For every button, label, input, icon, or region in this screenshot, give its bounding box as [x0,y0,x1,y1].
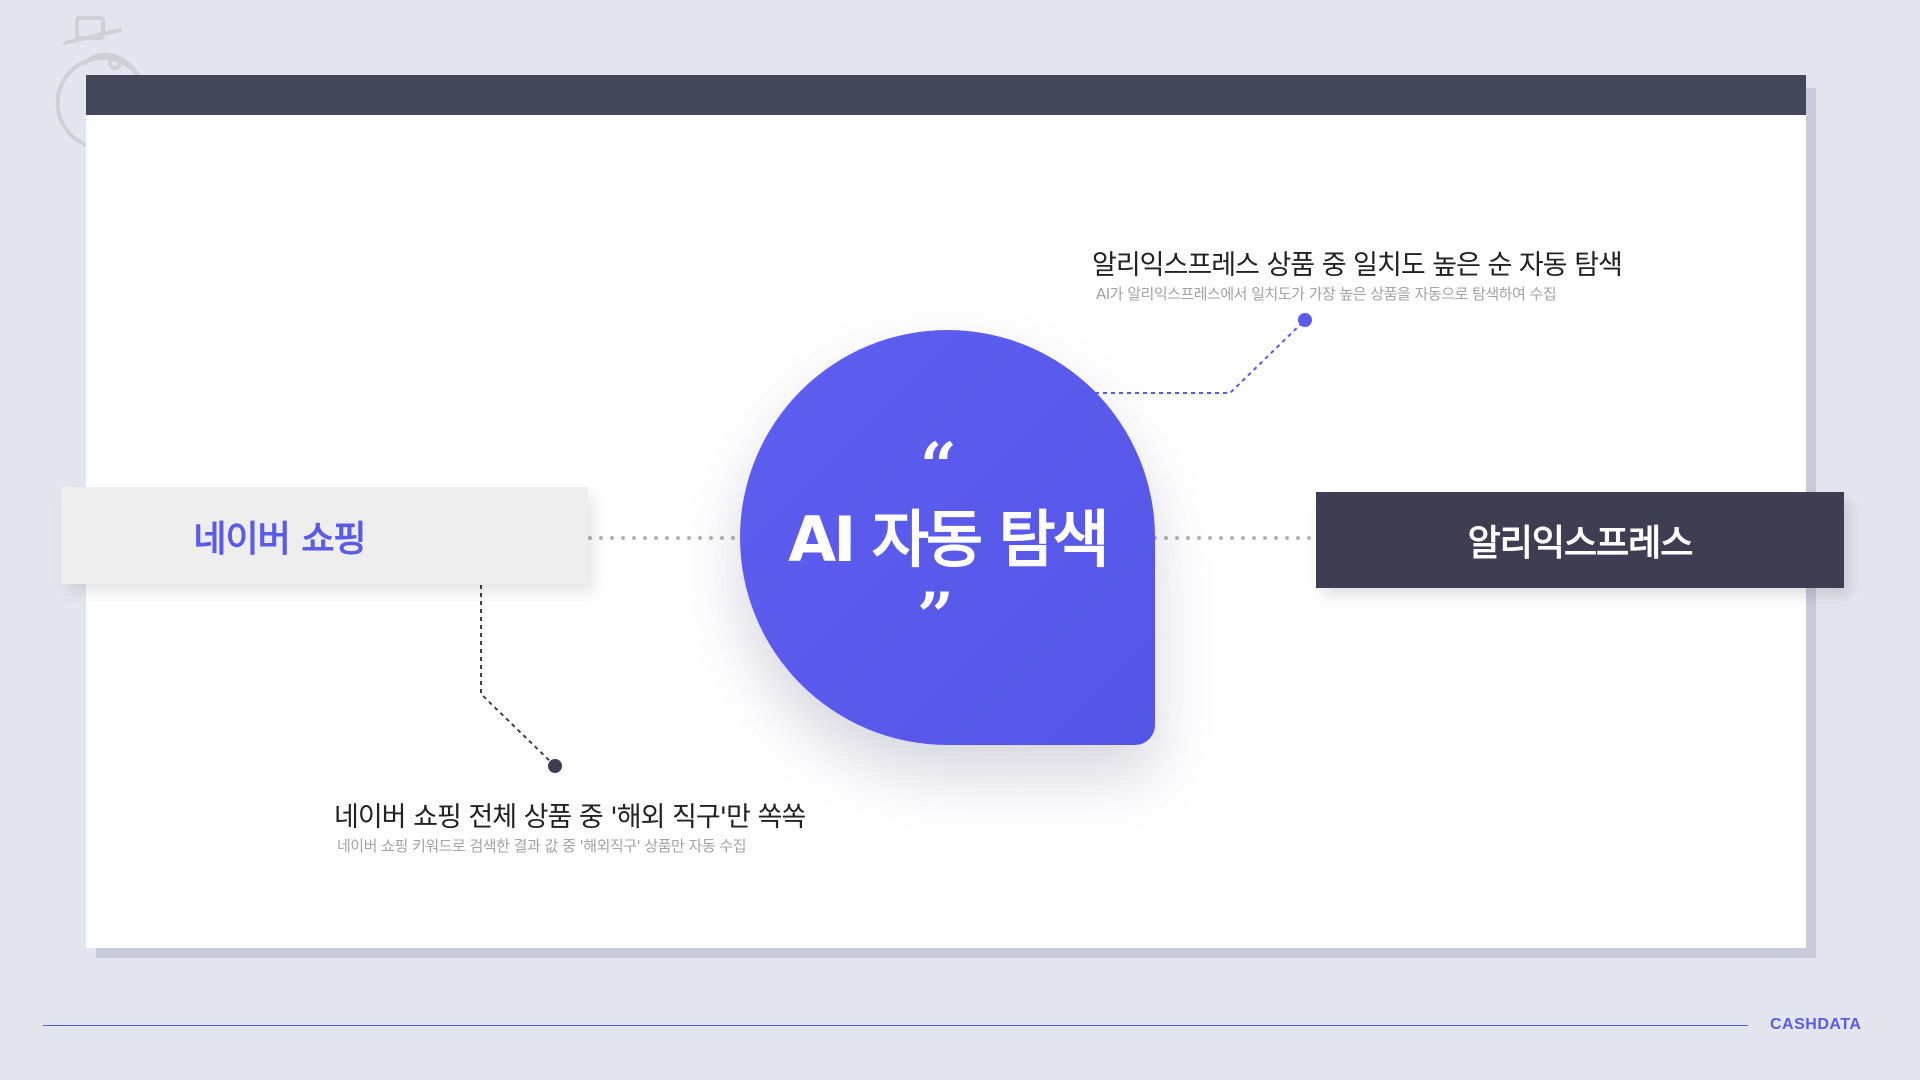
top-callout-dot [1298,313,1312,327]
center-bubble [740,330,1155,745]
card-header-bar [86,75,1806,115]
aliexpress-label: 알리익스프레스 [1467,523,1694,564]
bottom-annotation-subtitle: 네이버 쇼핑 키워드로 검색한 결과 값 중 '해외직구' 상품만 자동 수집 [337,837,747,855]
center-title: AI 자동 탐색 [788,503,1109,576]
top-annotation-title: 알리익스프레스 상품 중 일치도 높은 순 자동 탐색 [1092,250,1623,281]
bottom-annotation-title: 네이버 쇼핑 전체 상품 중 '해외 직구'만 쏙쏙 [334,802,806,833]
close-quote-icon: ” [917,579,954,654]
open-quote-icon: “ [920,429,957,504]
top-callout-line [1055,319,1306,394]
footer-divider [43,1025,1748,1026]
bottom-callout-dot [548,759,562,773]
naver-shopping-label: 네이버 쇼핑 [193,518,366,560]
naver-shopping-node: 네이버 쇼핑 [61,487,588,584]
footer-brand: CASHDATA [1770,1016,1862,1033]
aliexpress-node: 알리익스프레스 [1316,492,1844,588]
bottom-callout-line [480,585,556,767]
top-annotation-subtitle: AI가 알리익스프레스에서 일치도가 가장 높은 상품을 자동으로 탐색하여 수… [1096,285,1557,303]
